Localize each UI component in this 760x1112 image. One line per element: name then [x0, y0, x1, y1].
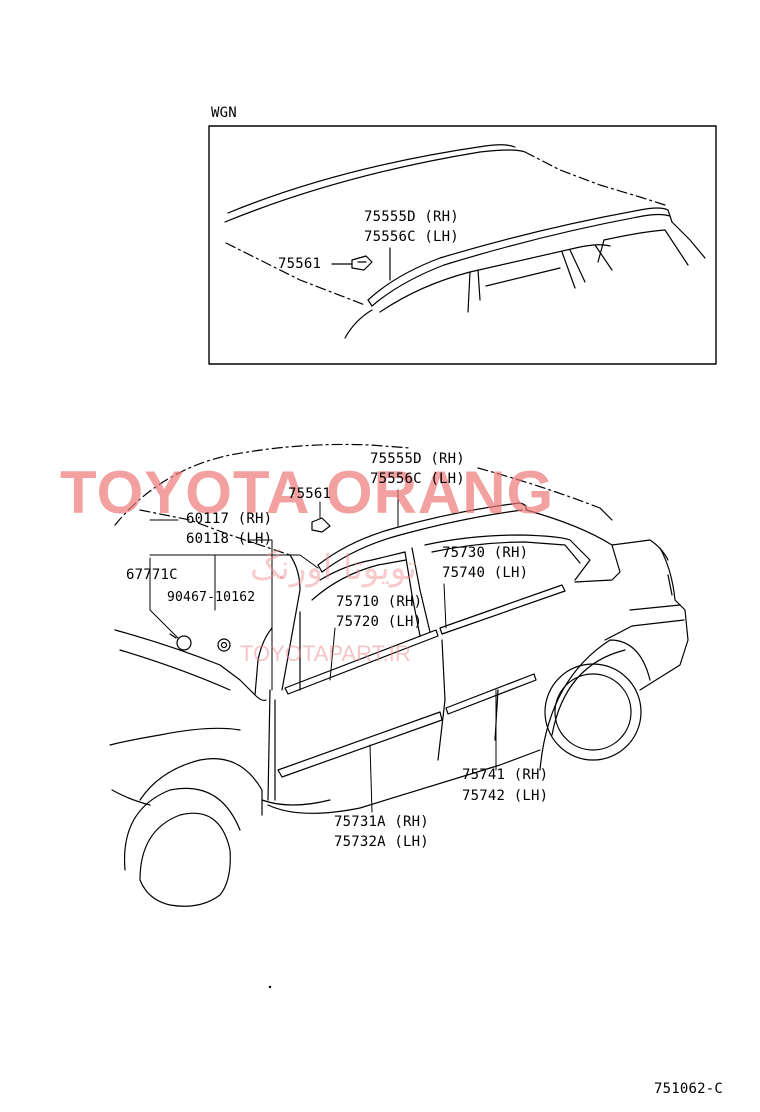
- label-67771c: 67771C: [126, 567, 178, 583]
- label-60118: 60118 (LH): [186, 531, 273, 547]
- inset-label-75556c: 75556C (LH): [364, 229, 459, 245]
- watermark-persian: تویوتا اورنگ: [250, 548, 417, 588]
- inset-frame: [208, 125, 717, 365]
- inset-label-75555d: 75555D (RH): [364, 209, 459, 225]
- inset-wagon-drawing: [224, 144, 706, 339]
- figure-code: 751062-C: [654, 1081, 724, 1097]
- label-75720: 75720 (LH): [336, 614, 423, 630]
- watermark-brand: TOYOTA ORANG: [60, 459, 555, 526]
- watermark-url: TOYOTAPART.IR: [240, 641, 411, 666]
- sedan-body-drawing: [109, 443, 689, 907]
- label-75740: 75740 (LH): [442, 565, 529, 581]
- label-75731a: 75731A (RH): [334, 814, 429, 830]
- label-75561: 75561: [288, 486, 332, 502]
- inset-label-75561: 75561: [278, 256, 322, 272]
- label-75732a: 75732A (LH): [334, 834, 429, 850]
- fasteners-drawing: [169, 517, 331, 652]
- label-75730: 75730 (RH): [442, 545, 529, 561]
- door-mouldings-drawing: [277, 584, 566, 778]
- label-75556c: 75556C (LH): [370, 471, 465, 487]
- label-75710: 75710 (RH): [336, 594, 423, 610]
- inset-title: WGN: [211, 105, 237, 121]
- inset-clip-75561-shape: [351, 255, 373, 271]
- label-75741: 75741 (RH): [462, 767, 549, 783]
- label-60117: 60117 (RH): [186, 511, 273, 527]
- label-75742: 75742 (LH): [462, 788, 549, 804]
- label-90467: 90467-10162: [167, 590, 256, 605]
- leader-lines: [149, 489, 497, 813]
- label-75555d: 75555D (RH): [370, 451, 465, 467]
